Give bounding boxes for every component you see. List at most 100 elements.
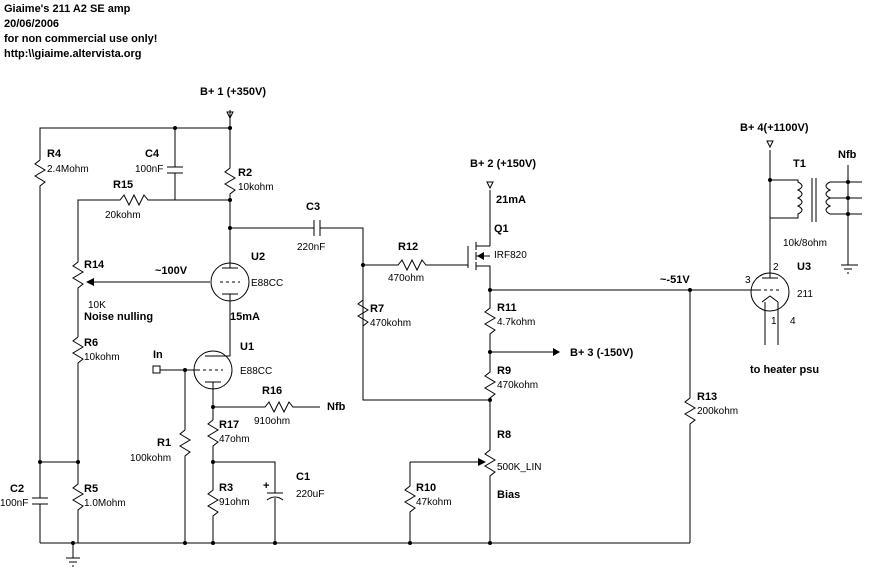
junction-dot [228, 126, 232, 130]
r8-wiper-arrow [478, 458, 486, 466]
r1-value: 100kohm [130, 453, 171, 464]
v51-label: ~-51V [660, 274, 690, 286]
junction-dot [38, 460, 42, 464]
c3-capacitor [230, 220, 490, 401]
nfb-left-label: Nfb [327, 401, 346, 413]
nfb-right-label: Nfb [838, 149, 857, 161]
junction-dot [228, 198, 232, 202]
c3-ref: C3 [306, 201, 320, 213]
junction-dot [488, 350, 492, 354]
r11-ref: R11 [497, 302, 517, 314]
c3-value: 220nF [297, 242, 325, 253]
c1-plus: + [263, 480, 269, 492]
r16-value: 910ohm [254, 416, 290, 427]
r6-resistor [72, 336, 84, 462]
r8-potentiometer[interactable] [484, 440, 496, 543]
rail-b3-label: B+ 3 (-150V) [570, 347, 634, 359]
b3-arrow [553, 348, 560, 356]
c4-value: 100nF [135, 164, 163, 175]
u1-plate [205, 337, 231, 357]
junction-dot [768, 178, 772, 182]
c1-capacitor [266, 480, 284, 543]
u1-ref: U1 [240, 341, 254, 353]
r8-value: 500K_LIN [497, 462, 541, 473]
r14-wiper-arrow [86, 278, 94, 286]
r2-ref: R2 [238, 167, 252, 179]
rail-b4-label: B+ 4(+1100V) [740, 122, 809, 134]
u3-value: 211 [797, 289, 813, 300]
ground-symbol-main [66, 543, 80, 567]
b4-arrow [766, 140, 774, 149]
r5-ref: R5 [84, 483, 98, 495]
r7-resistor [357, 299, 369, 327]
b2-arrow [486, 181, 494, 190]
junction-dot [211, 541, 215, 545]
b1-rail [39, 110, 231, 160]
input-terminal[interactable] [152, 365, 161, 374]
r9-resistor [484, 352, 496, 440]
r16-resistor [213, 400, 320, 414]
c1-value: 220uF [296, 489, 324, 500]
bias-label: Bias [497, 489, 520, 501]
r7-value: 470kohm [370, 318, 411, 329]
t1-taps [830, 165, 862, 266]
r17-ref: R17 [219, 419, 239, 431]
r15-value: 20kohm [105, 210, 141, 221]
r4-ref: R4 [47, 148, 62, 160]
r6-ref: R6 [84, 337, 98, 349]
junction-dot [273, 541, 277, 545]
c1-ref: C1 [296, 471, 310, 483]
r3-value: 91ohm [219, 497, 250, 508]
t1-core [811, 178, 817, 222]
c2-ref: C2 [10, 483, 24, 495]
junction-dot [361, 263, 365, 267]
r14-value: 10K [88, 300, 106, 311]
junction-dots [38, 126, 850, 545]
ground-symbol-t1 [841, 264, 855, 274]
junction-dot [183, 368, 187, 372]
input-label: In [153, 349, 163, 361]
r13-resistor [684, 290, 696, 543]
input-line [160, 369, 200, 430]
junction-dot [488, 541, 492, 545]
u3-filament [761, 295, 779, 345]
u3-ref: U3 [797, 261, 811, 273]
junction-dot [688, 288, 692, 292]
current-21ma: 21mA [496, 194, 526, 206]
noise-nulling-label: Noise nulling [84, 311, 153, 323]
r7-ref: R7 [370, 303, 384, 315]
u2-value: E88CC [251, 278, 283, 289]
current-15ma: 15mA [230, 311, 260, 323]
c2-capacitor [32, 462, 48, 543]
t1-primary [769, 179, 803, 225]
r13-ref: R13 [697, 391, 717, 403]
junction-dot [488, 288, 492, 292]
junction-dot [408, 541, 412, 545]
junction-dot [488, 398, 492, 402]
r2-value: 10kohm [238, 182, 274, 193]
r12-resistor [363, 258, 468, 272]
r3-ref: R3 [219, 482, 233, 494]
junction-dot [183, 541, 187, 545]
r15-resistor [77, 193, 230, 250]
license-note: for non commercial use only! [4, 33, 157, 45]
u3-pin2: 2 [773, 262, 779, 273]
junction-dot [211, 460, 215, 464]
r1-resistor [179, 429, 191, 543]
r10-value: 47kohm [416, 497, 452, 508]
r4-resistor [34, 159, 46, 462]
r2-resistor [224, 128, 236, 228]
q1-value: IRF820 [494, 250, 527, 261]
c2-value: 100nF [0, 498, 28, 509]
junction-dot [173, 126, 177, 130]
junction-dot [846, 196, 850, 200]
r4-value: 2.4Mohm [47, 164, 89, 175]
r17-resistor [207, 419, 276, 480]
t1-ref: T1 [793, 158, 806, 170]
u1-value: E88CC [240, 366, 272, 377]
website: http:\\giaime.altervista.org [4, 48, 142, 60]
r13-value: 200kohm [697, 406, 738, 417]
r17-value: 47ohm [219, 434, 250, 445]
r10-resistor [404, 462, 416, 543]
